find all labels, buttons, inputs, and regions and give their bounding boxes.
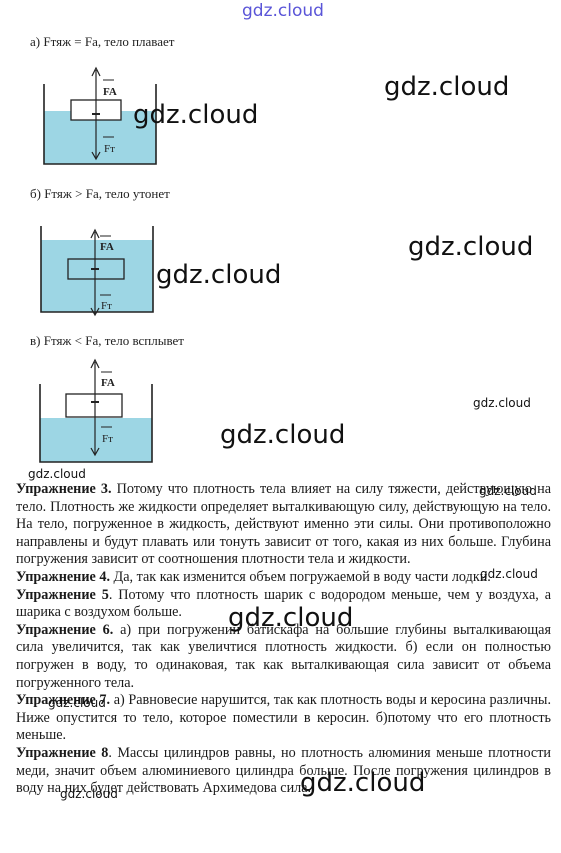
- watermark: gdz.cloud: [300, 768, 426, 798]
- label-gravity-force: Fт: [101, 300, 112, 312]
- watermark-top: gdz.cloud: [242, 1, 324, 21]
- watermark: gdz.cloud: [480, 567, 538, 581]
- caption-sinks: б) Fтяж > Fa, тело утонет: [30, 186, 170, 201]
- caption-rises: в) Fтяж < Fa, тело всплывет: [30, 333, 184, 348]
- watermark: gdz.cloud: [479, 484, 537, 498]
- caption-floats: а) Fтяж = Fa, тело плавает: [30, 34, 175, 49]
- watermark: gdz.cloud: [156, 260, 282, 290]
- label-archimedes-force: FA: [103, 86, 117, 98]
- watermark: gdz.cloud: [28, 467, 86, 481]
- watermark: gdz.cloud: [220, 420, 346, 450]
- label-gravity-force: Fт: [102, 433, 113, 445]
- exercise-3: Упражнение 3. Потому что плотность тела …: [16, 481, 551, 568]
- diagram-sinks: FA Fт: [40, 226, 154, 317]
- diagram-floats: FA Fт: [43, 66, 157, 165]
- watermark: gdz.cloud: [408, 232, 534, 262]
- exercise-4: Упражнение 4. Да, так как изменится объе…: [16, 568, 491, 585]
- vessel: [39, 384, 153, 463]
- exercise-8: Упражнение 8. Массы цилиндров равны, но …: [16, 744, 551, 797]
- exercise-7: Упражнение 7. а) Равновесие нарушится, т…: [16, 692, 551, 744]
- label-gravity-force: Fт: [104, 143, 115, 155]
- body-block: [65, 393, 123, 418]
- label-archimedes-force: FA: [101, 377, 115, 389]
- watermark: gdz.cloud: [60, 787, 118, 801]
- diagram-rises: FA Fт: [39, 358, 153, 463]
- watermark: gdz.cloud: [133, 100, 259, 130]
- exercises-text: Упражнение 3. Потому что плотность тела …: [16, 481, 551, 798]
- exercise-5: Упражнение 5. Потому что плотность шарик…: [16, 586, 551, 621]
- vessel: [43, 84, 157, 165]
- exercise-6: Упражнение 6. а) при погружении батискаф…: [16, 621, 551, 691]
- watermark: gdz.cloud: [384, 72, 510, 102]
- watermark: gdz.cloud: [48, 696, 106, 710]
- label-archimedes-force: FA: [100, 241, 114, 253]
- water: [40, 418, 152, 462]
- watermark: gdz.cloud: [228, 603, 354, 633]
- watermark: gdz.cloud: [473, 396, 531, 410]
